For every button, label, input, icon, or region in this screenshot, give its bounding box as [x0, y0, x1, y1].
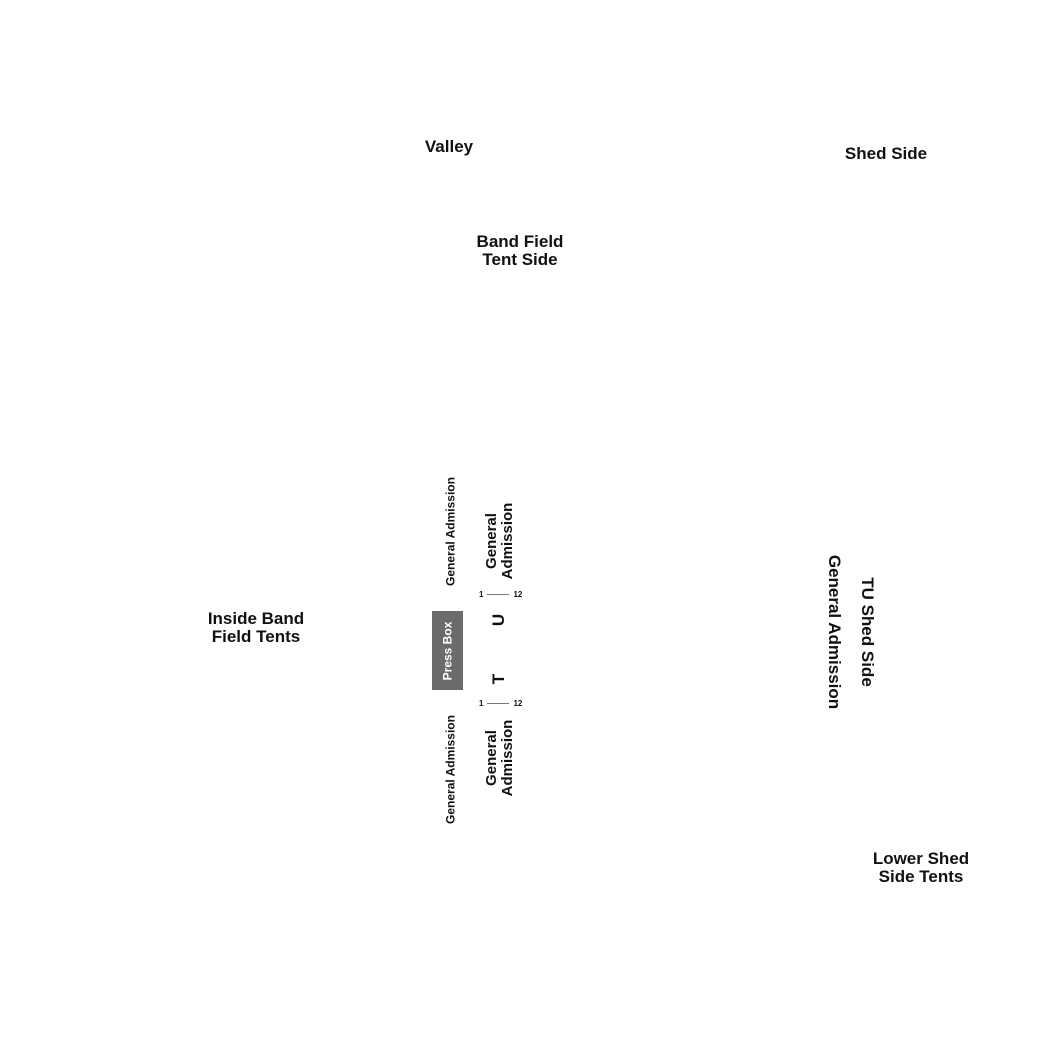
- scale-upper-end: 12: [513, 590, 523, 599]
- scale-lower: 1 12: [479, 699, 522, 708]
- scale-lower-end: 12: [513, 699, 523, 708]
- tu-shed-side-label: TU Shed Side General Admission: [825, 554, 877, 710]
- general-admission-stack-lower: General Admission: [483, 719, 516, 797]
- band-field-tent-side-label: Band Field Tent Side: [476, 232, 564, 269]
- scale-upper-line: [487, 594, 510, 595]
- scale-lower-start: 1: [479, 699, 484, 708]
- lower-shed-side-tents-label: Lower Shed Side Tents: [872, 849, 970, 886]
- inside-band-field-tents-label: Inside Band Field Tents: [207, 609, 305, 646]
- scale-upper-start: 1: [479, 590, 484, 599]
- press-box: Press Box: [432, 611, 463, 690]
- letter-u: U: [489, 613, 509, 627]
- general-admission-thin-upper: General Admission: [443, 477, 458, 586]
- shed-side-label: Shed Side: [844, 144, 928, 163]
- valley-label: Valley: [424, 137, 474, 156]
- general-admission-thin-lower: General Admission: [443, 715, 458, 824]
- letter-t: T: [489, 673, 509, 685]
- press-box-label: Press Box: [440, 621, 455, 680]
- scale-upper: 1 12: [479, 590, 522, 599]
- general-admission-stack-upper: General Admission: [483, 502, 516, 580]
- scale-lower-line: [487, 703, 510, 704]
